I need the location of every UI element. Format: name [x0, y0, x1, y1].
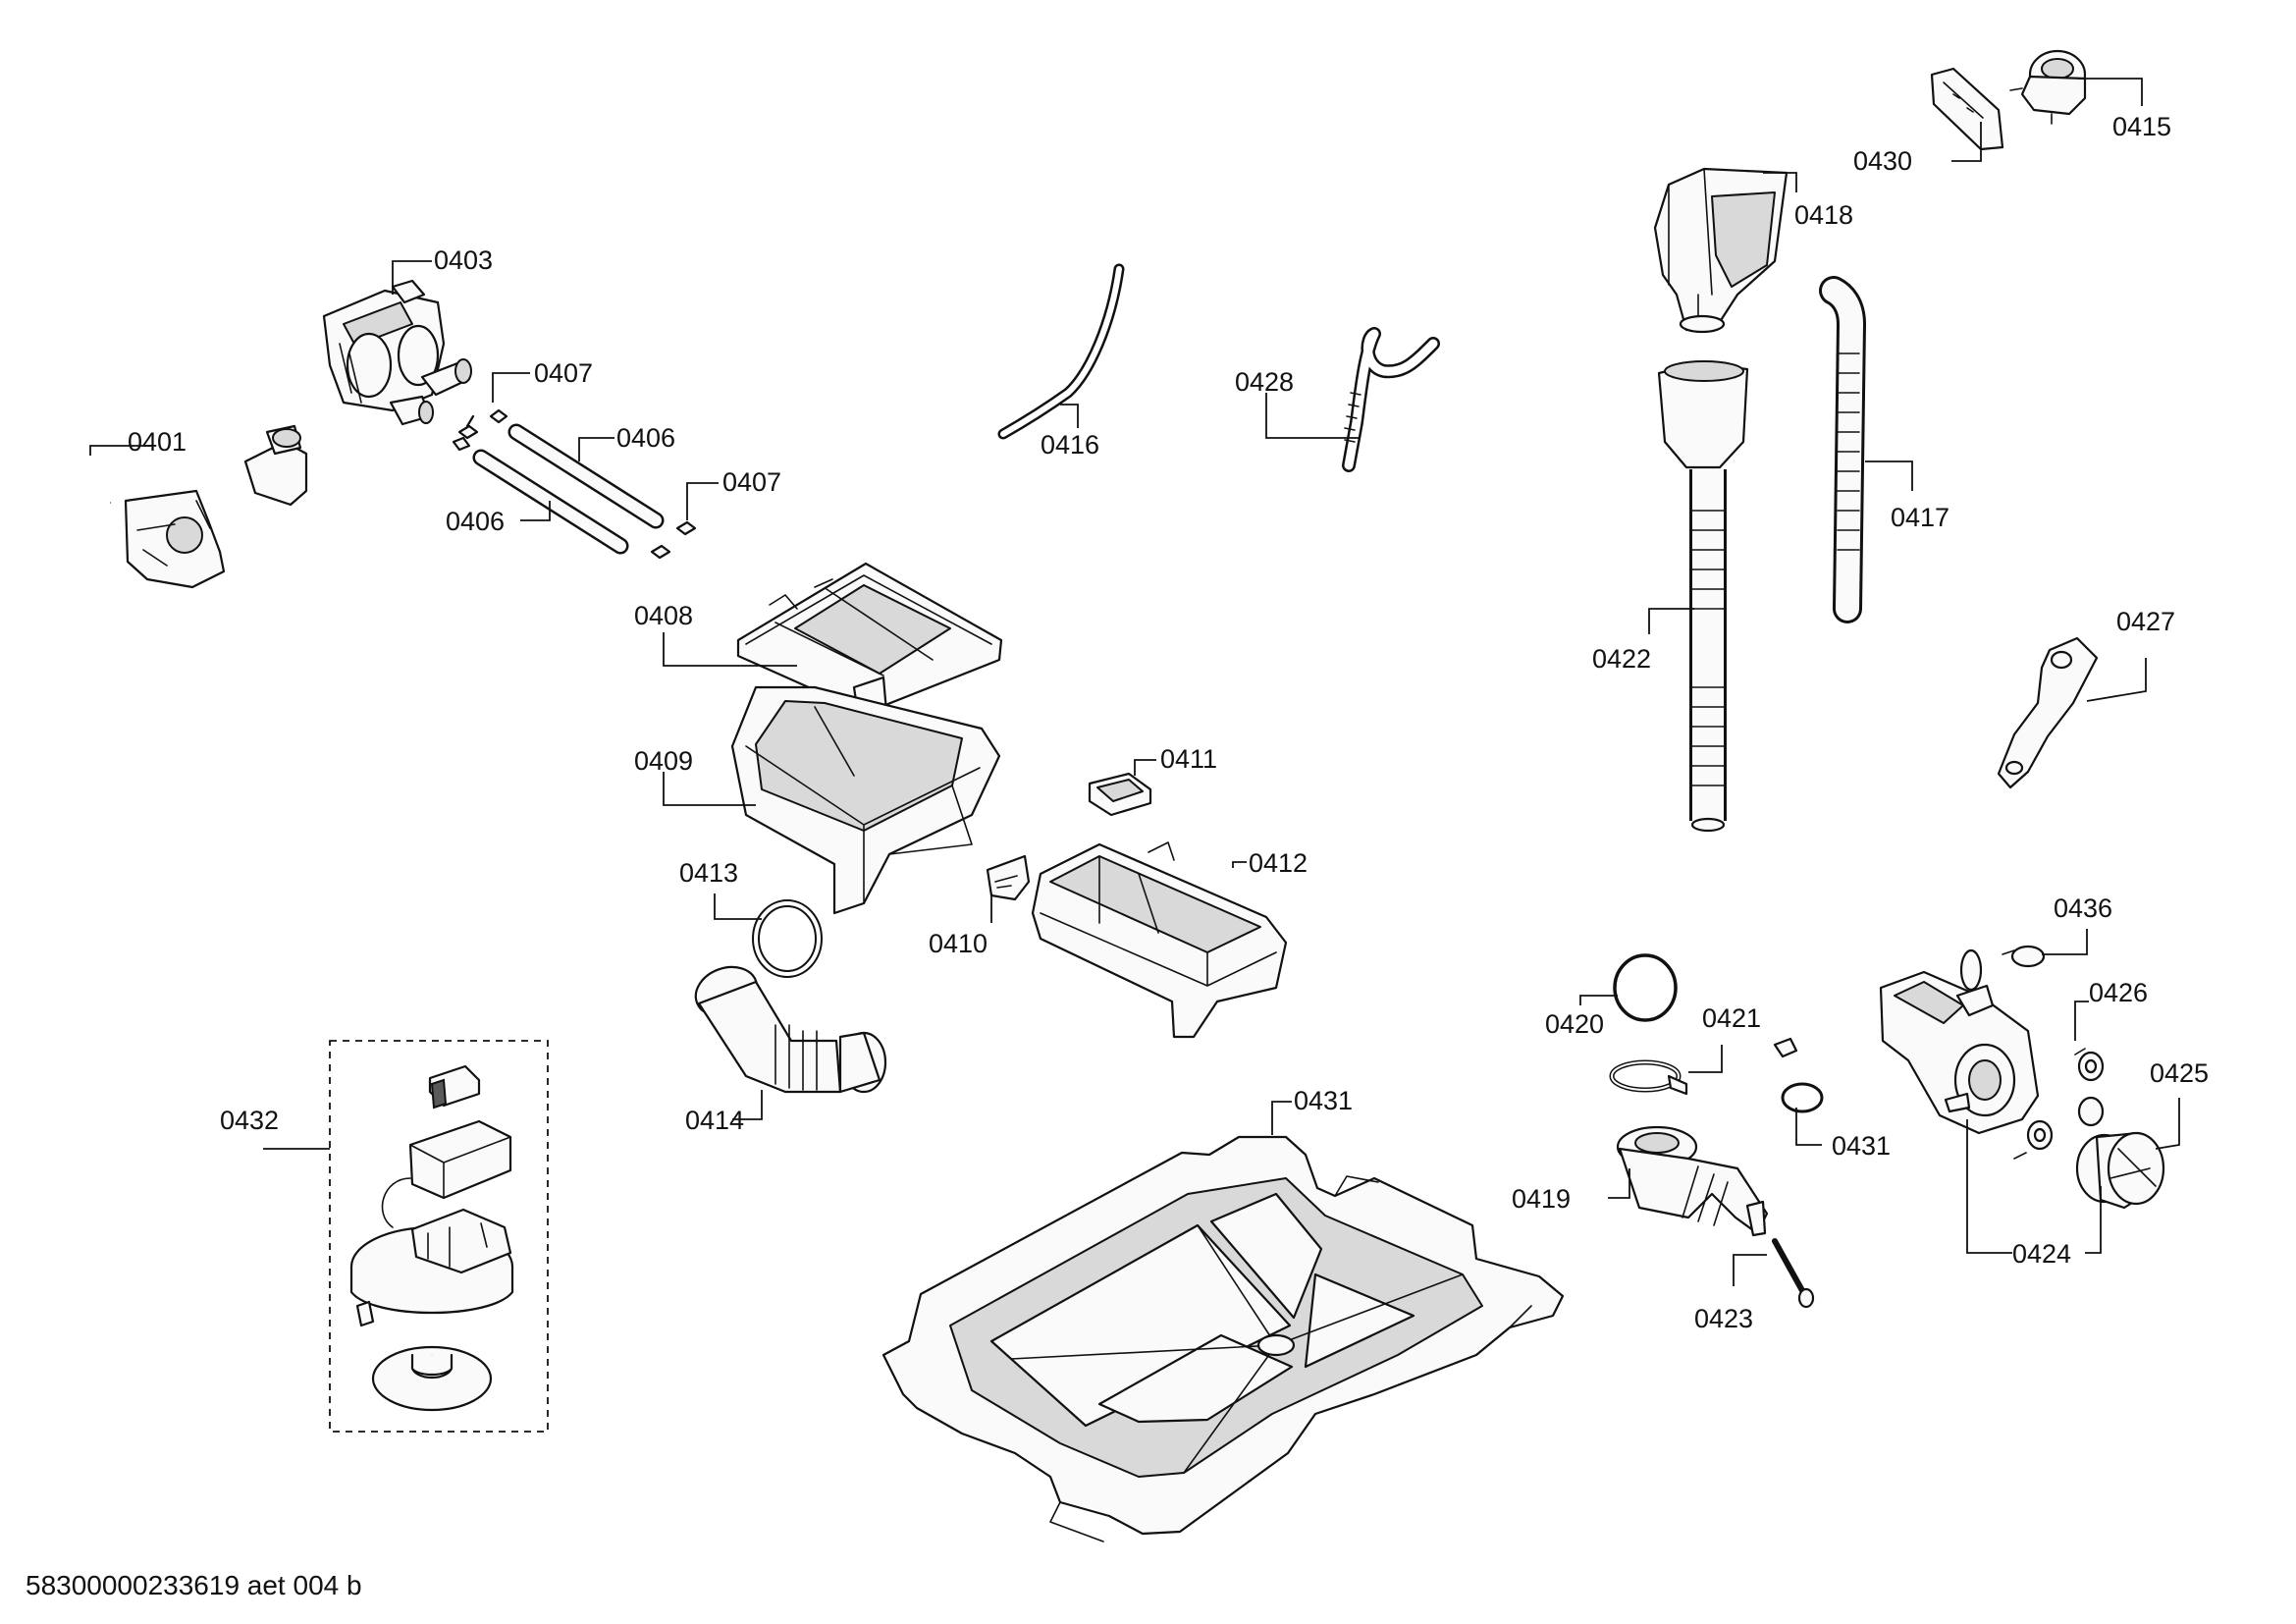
leader-0401: [89, 445, 153, 456]
leader-0418: [1763, 172, 1797, 192]
leader-0415: [2079, 78, 2143, 106]
part-0421-clamp-ring[interactable]: [1609, 1059, 1688, 1096]
leader-0431b: [1795, 1108, 1822, 1146]
label-0420[interactable]: 0420: [1545, 1009, 1604, 1039]
label-0431a[interactable]: 0431: [1294, 1086, 1353, 1115]
part-0436-hose-clamp[interactable]: [2002, 945, 2046, 968]
label-0419[interactable]: 0419: [1512, 1184, 1571, 1214]
leader-0417: [1865, 460, 1913, 491]
part-0431-base-plate[interactable]: [881, 1135, 1565, 1543]
part-0427-strap[interactable]: [1997, 636, 2099, 789]
part-0428-hose[interactable]: [1342, 327, 1440, 472]
leader-0421: [1688, 1045, 1723, 1073]
label-0412[interactable]: 0412: [1249, 848, 1308, 878]
leader-0425: [2155, 1098, 2180, 1150]
label-0432[interactable]: 0432: [220, 1106, 279, 1135]
leader-0426: [2074, 1001, 2089, 1041]
label-0430[interactable]: 0430: [1853, 146, 1912, 176]
label-0407a[interactable]: 0407: [534, 358, 593, 388]
label-0403[interactable]: 0403: [434, 245, 493, 275]
part-0415-pressure-switch[interactable]: [2009, 49, 2087, 125]
leader-0408: [663, 632, 797, 667]
label-0422[interactable]: 0422: [1592, 644, 1651, 674]
label-0418[interactable]: 0418: [1794, 200, 1853, 230]
leader-0423: [1733, 1254, 1767, 1286]
label-0421[interactable]: 0421: [1702, 1003, 1761, 1033]
leader-0406a: [578, 437, 614, 461]
kit-0432-box: [329, 1040, 549, 1433]
part-0432-kit[interactable]: [349, 1064, 514, 1412]
leader-0413: [714, 893, 762, 920]
part-0412-detergent-drawer[interactable]: [1031, 841, 1288, 1039]
label-0428[interactable]: 0428: [1235, 367, 1294, 397]
leader-0430: [1951, 122, 1982, 162]
part-0408-dispenser-cover[interactable]: [736, 562, 1003, 729]
leader-0419: [1608, 1168, 1630, 1199]
part-0430-bracket[interactable]: [1930, 67, 2004, 151]
part-0426-drain-pump[interactable]: [1879, 948, 2040, 1135]
part-0409-dispenser-housing[interactable]: [730, 685, 1001, 915]
leader-0422: [1648, 608, 1694, 634]
part-0413-seal-ring[interactable]: [752, 899, 823, 978]
part-0417-hose[interactable]: [1819, 276, 1867, 623]
part-0424-seals[interactable]: [2013, 1048, 2105, 1160]
label-0413[interactable]: 0413: [679, 858, 738, 888]
leader-0427: [2086, 658, 2147, 702]
label-0406b[interactable]: 0406: [446, 507, 505, 536]
label-0431b[interactable]: 0431: [1832, 1131, 1891, 1161]
leader-0436: [2042, 929, 2088, 955]
label-0423[interactable]: 0423: [1694, 1304, 1753, 1333]
leader-0403: [392, 260, 432, 295]
part-0422-drain-hose[interactable]: [1657, 360, 1749, 833]
leader-0407b: [686, 482, 719, 520]
drawing-code: 58300000233619 aet 004 b: [26, 1570, 362, 1600]
leader-0407a: [492, 372, 530, 403]
label-0401[interactable]: 0401: [128, 427, 187, 457]
label-0416[interactable]: 0416: [1041, 430, 1099, 460]
part-0419-sump-hose[interactable]: [1616, 1125, 1769, 1237]
label-0414[interactable]: 0414: [685, 1106, 744, 1135]
leader-0416: [1060, 404, 1079, 428]
label-0417[interactable]: 0417: [1891, 503, 1949, 532]
part-0406-hoses[interactable]: [472, 423, 665, 555]
part-0418-pressure-chamber[interactable]: [1653, 167, 1789, 334]
leader-0431a: [1271, 1101, 1292, 1135]
part-0416-tube[interactable]: [997, 263, 1125, 440]
label-0426[interactable]: 0426: [2089, 978, 2148, 1007]
label-0406a[interactable]: 0406: [616, 423, 675, 453]
part-0414-bellow-hose[interactable]: [689, 959, 887, 1094]
part-0420-o-ring[interactable]: [1613, 953, 1678, 1022]
label-0424[interactable]: 0424: [2012, 1239, 2071, 1269]
label-0411[interactable]: 0411: [1160, 744, 1217, 774]
part-0401-inlet-hose[interactable]: [63, 424, 308, 1029]
label-0425[interactable]: 0425: [2150, 1058, 2209, 1088]
leader-0409: [663, 772, 756, 806]
part-0407-hose-clamps[interactable]: [452, 408, 697, 560]
leader-0414: [732, 1090, 763, 1120]
label-0436[interactable]: 0436: [2054, 893, 2112, 923]
label-0427[interactable]: 0427: [2116, 607, 2175, 636]
leader-0412: [1232, 861, 1247, 868]
leader-0420: [1579, 995, 1618, 1005]
label-0407b[interactable]: 0407: [722, 467, 781, 497]
part-0431-clamp[interactable]: [1773, 1037, 1824, 1113]
label-0409[interactable]: 0409: [634, 746, 693, 776]
leader-0428: [1265, 393, 1359, 439]
label-0410[interactable]: 0410: [929, 929, 988, 958]
part-0410-clip[interactable]: [986, 854, 1031, 901]
part-0425-pump-filter[interactable]: [2075, 1131, 2165, 1210]
leader-0424: [1966, 1119, 2102, 1254]
part-0403-inlet-valve[interactable]: [322, 279, 472, 426]
label-0408[interactable]: 0408: [634, 601, 693, 630]
leader-0411: [1134, 759, 1156, 776]
part-0423-screw[interactable]: [1772, 1238, 1815, 1309]
label-0415[interactable]: 0415: [2112, 112, 2171, 141]
part-0411-latch[interactable]: [1088, 772, 1152, 817]
leader-0406b: [520, 501, 551, 521]
